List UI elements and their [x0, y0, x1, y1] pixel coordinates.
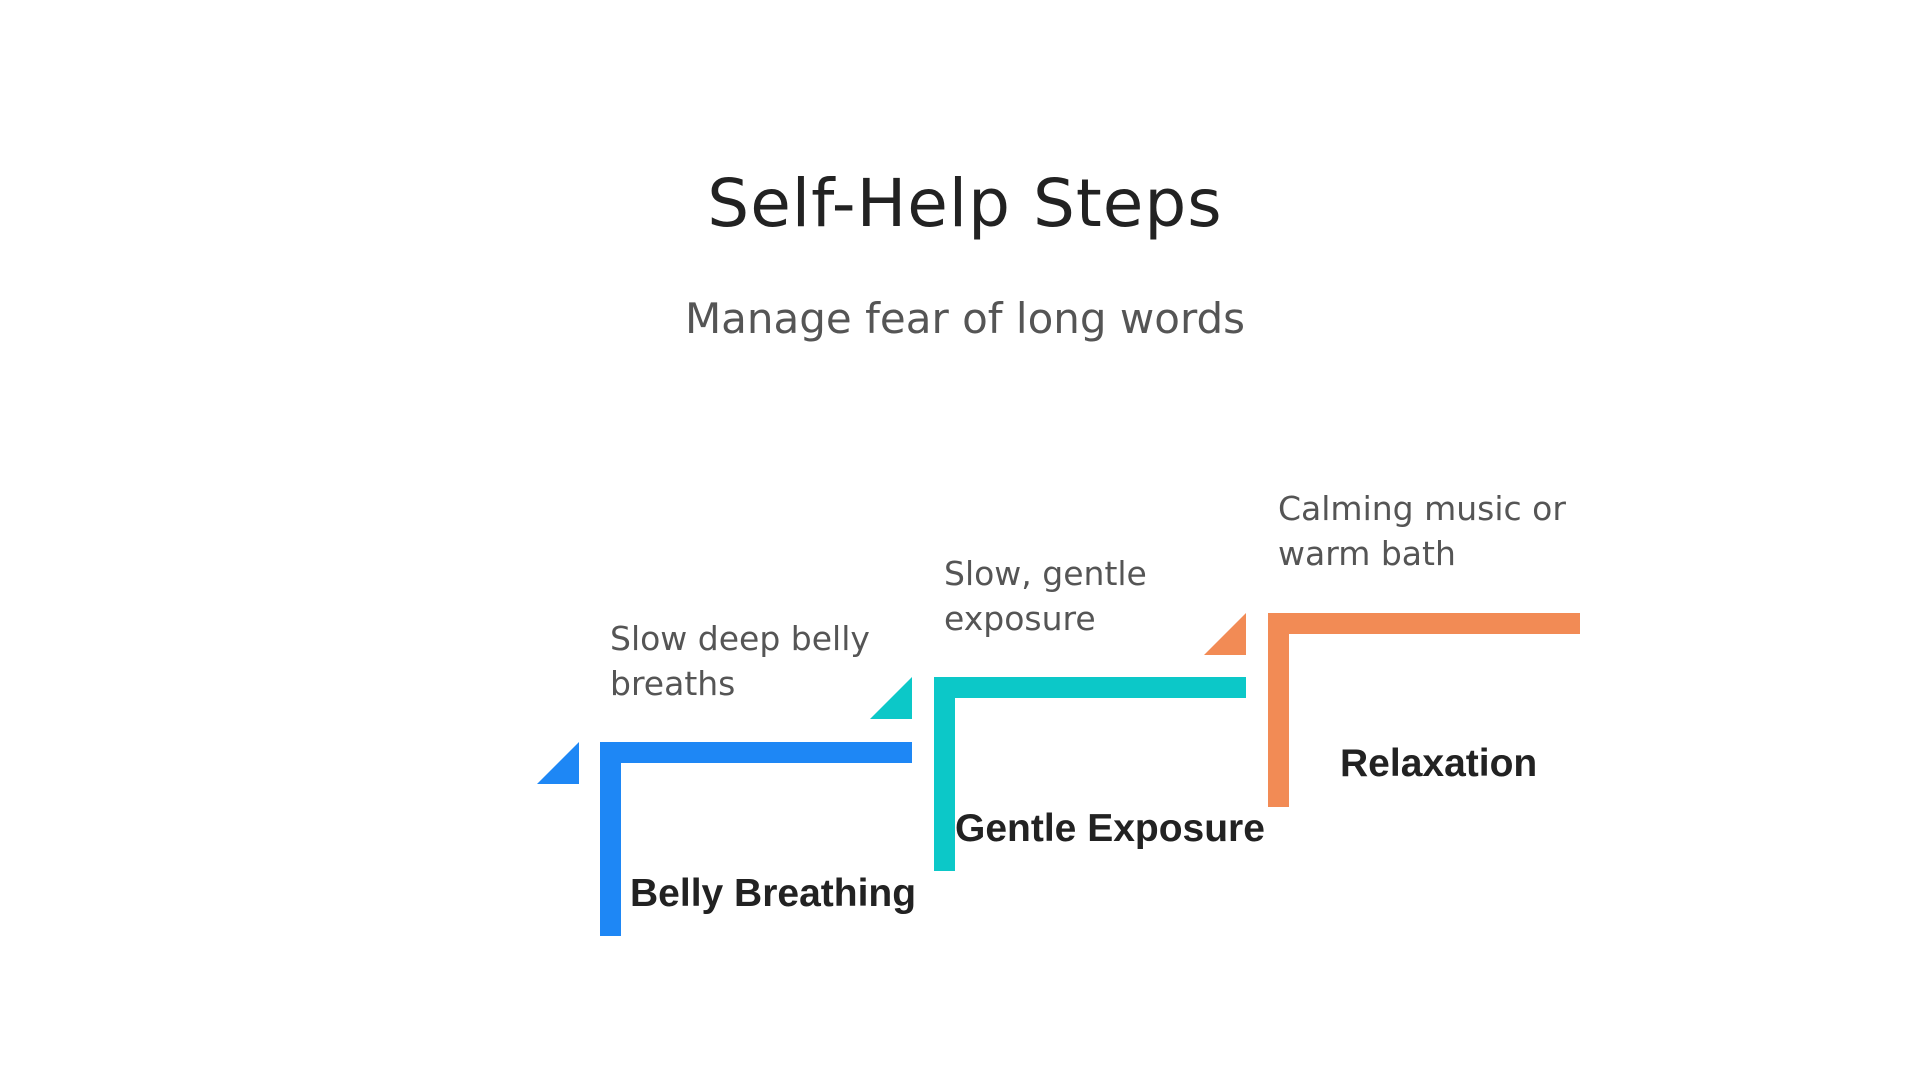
step-2-tread [934, 677, 1246, 698]
step-3-tread [1268, 613, 1580, 634]
step-1-description: Slow deep belly breaths [610, 616, 870, 706]
step-1-description-line-1: Slow deep belly [610, 619, 870, 658]
step-1-label: Belly Breathing [630, 872, 917, 915]
step-2-triangle [870, 677, 912, 719]
step-1-shape [537, 742, 912, 936]
step-3-description-line-1: Calming music or [1278, 489, 1566, 528]
step-2-description: Slow, gentle exposure [944, 551, 1147, 641]
step-1-tread [600, 742, 912, 763]
step-3-triangle [1204, 613, 1246, 655]
step-2-label: Gentle Exposure [955, 807, 1265, 850]
step-1-triangle [537, 742, 579, 784]
step-1-description-line-2: breaths [610, 664, 736, 703]
step-3-riser [1268, 613, 1289, 807]
page-subtitle: Manage fear of long words [684, 294, 1246, 343]
step-3-description: Calming music or warm bath [1278, 486, 1566, 576]
step-2-description-line-1: Slow, gentle [944, 554, 1147, 593]
step-2-shape [870, 677, 1246, 871]
step-2-riser [934, 677, 955, 871]
step-2-description-line-2: exposure [944, 599, 1096, 638]
step-3-description-line-2: warm bath [1278, 534, 1456, 573]
step-3-shape [1204, 613, 1580, 807]
page-title: Self-Help Steps [707, 165, 1223, 242]
step-3-label: Relaxation [1340, 742, 1538, 785]
step-1-riser [600, 742, 621, 936]
